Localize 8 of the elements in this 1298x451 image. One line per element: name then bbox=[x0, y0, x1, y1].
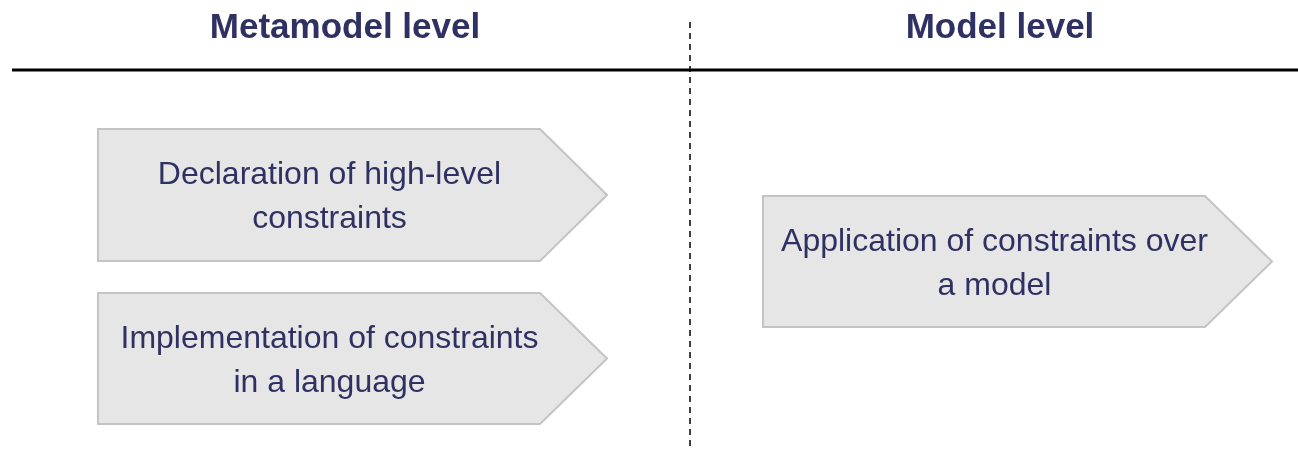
pentagon-arrow-box bbox=[97, 292, 608, 425]
pentagon-arrow-box bbox=[762, 195, 1273, 328]
pentagon-arrow-box bbox=[97, 128, 608, 262]
column-heading: Model level bbox=[904, 6, 1096, 46]
column-heading: Metamodel level bbox=[208, 6, 482, 46]
node-text: Application of constraints over a model bbox=[780, 220, 1209, 304]
node-text: Declaration of high-level constraints bbox=[156, 154, 503, 237]
node-text: Implementation of constraints in a language bbox=[119, 317, 540, 401]
